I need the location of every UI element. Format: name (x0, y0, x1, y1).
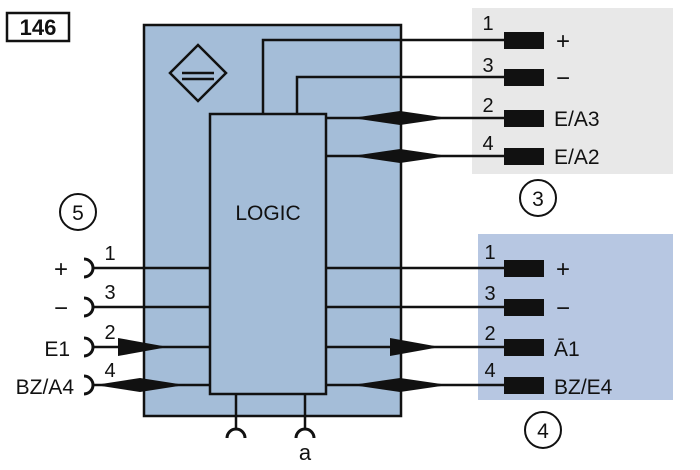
socket-contact-icon (83, 374, 95, 396)
bottom-socket-contacts (225, 427, 316, 439)
callout-circle (519, 179, 557, 217)
pin-label: E/A2 (554, 146, 600, 169)
pin-number: 3 (104, 282, 115, 304)
pin-number: 2 (104, 322, 115, 344)
callout-number: 4 (537, 420, 549, 443)
pin-number: 2 (484, 323, 495, 345)
socket-contact-icon (83, 296, 95, 318)
contact-pin (504, 299, 544, 316)
contact-pin (504, 69, 544, 86)
contact-pin (504, 377, 544, 394)
figure-number-box (5, 11, 71, 43)
socket-contact-icon (225, 427, 247, 439)
pin-number: 4 (484, 360, 495, 382)
pin-label: BZ/A4 (16, 376, 75, 399)
socket-contact-icon (83, 336, 95, 358)
pin-label: E/A3 (554, 108, 600, 131)
contact-pin (504, 148, 544, 165)
contact-pin (504, 32, 544, 49)
inductive-sensor-symbol-icon (168, 43, 228, 103)
left-socket-contacts (83, 257, 95, 396)
pin-number: 1 (482, 13, 493, 35)
socket-contact-icon (294, 427, 316, 439)
pin-number: 3 (484, 283, 495, 305)
left-arrows (95, 338, 185, 392)
top-right-bidirectional-arrows (352, 111, 448, 163)
pin-label: Ā1 (554, 338, 580, 361)
pin-label: BZ/E4 (554, 376, 613, 399)
logic-block (208, 112, 328, 396)
pin-label: E1 (44, 338, 70, 361)
pin-label: − (556, 295, 570, 322)
contact-pin (504, 110, 544, 127)
top-right-pin-contacts (504, 32, 544, 165)
contact-pin (504, 260, 544, 277)
callout-number: 5 (72, 202, 84, 225)
pin-label: − (556, 65, 570, 92)
pin-number: 1 (484, 242, 495, 264)
pin-number: 2 (482, 95, 493, 117)
pin-number: 4 (482, 133, 493, 155)
logic-label: LOGIC (235, 202, 300, 225)
callout-circle (59, 193, 97, 231)
pin-number: 3 (482, 55, 493, 77)
pin-number: 1 (104, 243, 115, 265)
socket-contact-icon (83, 257, 95, 279)
bottom-wiring (234, 394, 307, 428)
bottom-right-arrows (352, 338, 448, 392)
bottom-label: a (299, 440, 312, 465)
callout-number: 3 (532, 188, 544, 211)
figure-number: 146 (20, 15, 57, 40)
bottom-right-pin-contacts (504, 260, 544, 394)
contact-pin (504, 339, 544, 356)
pin-number: 4 (104, 360, 115, 382)
callout-circle (524, 411, 562, 449)
pin-label: + (556, 28, 570, 55)
pin-label: + (556, 256, 570, 283)
pin-label: − (54, 295, 68, 322)
pin-label: + (54, 256, 68, 283)
